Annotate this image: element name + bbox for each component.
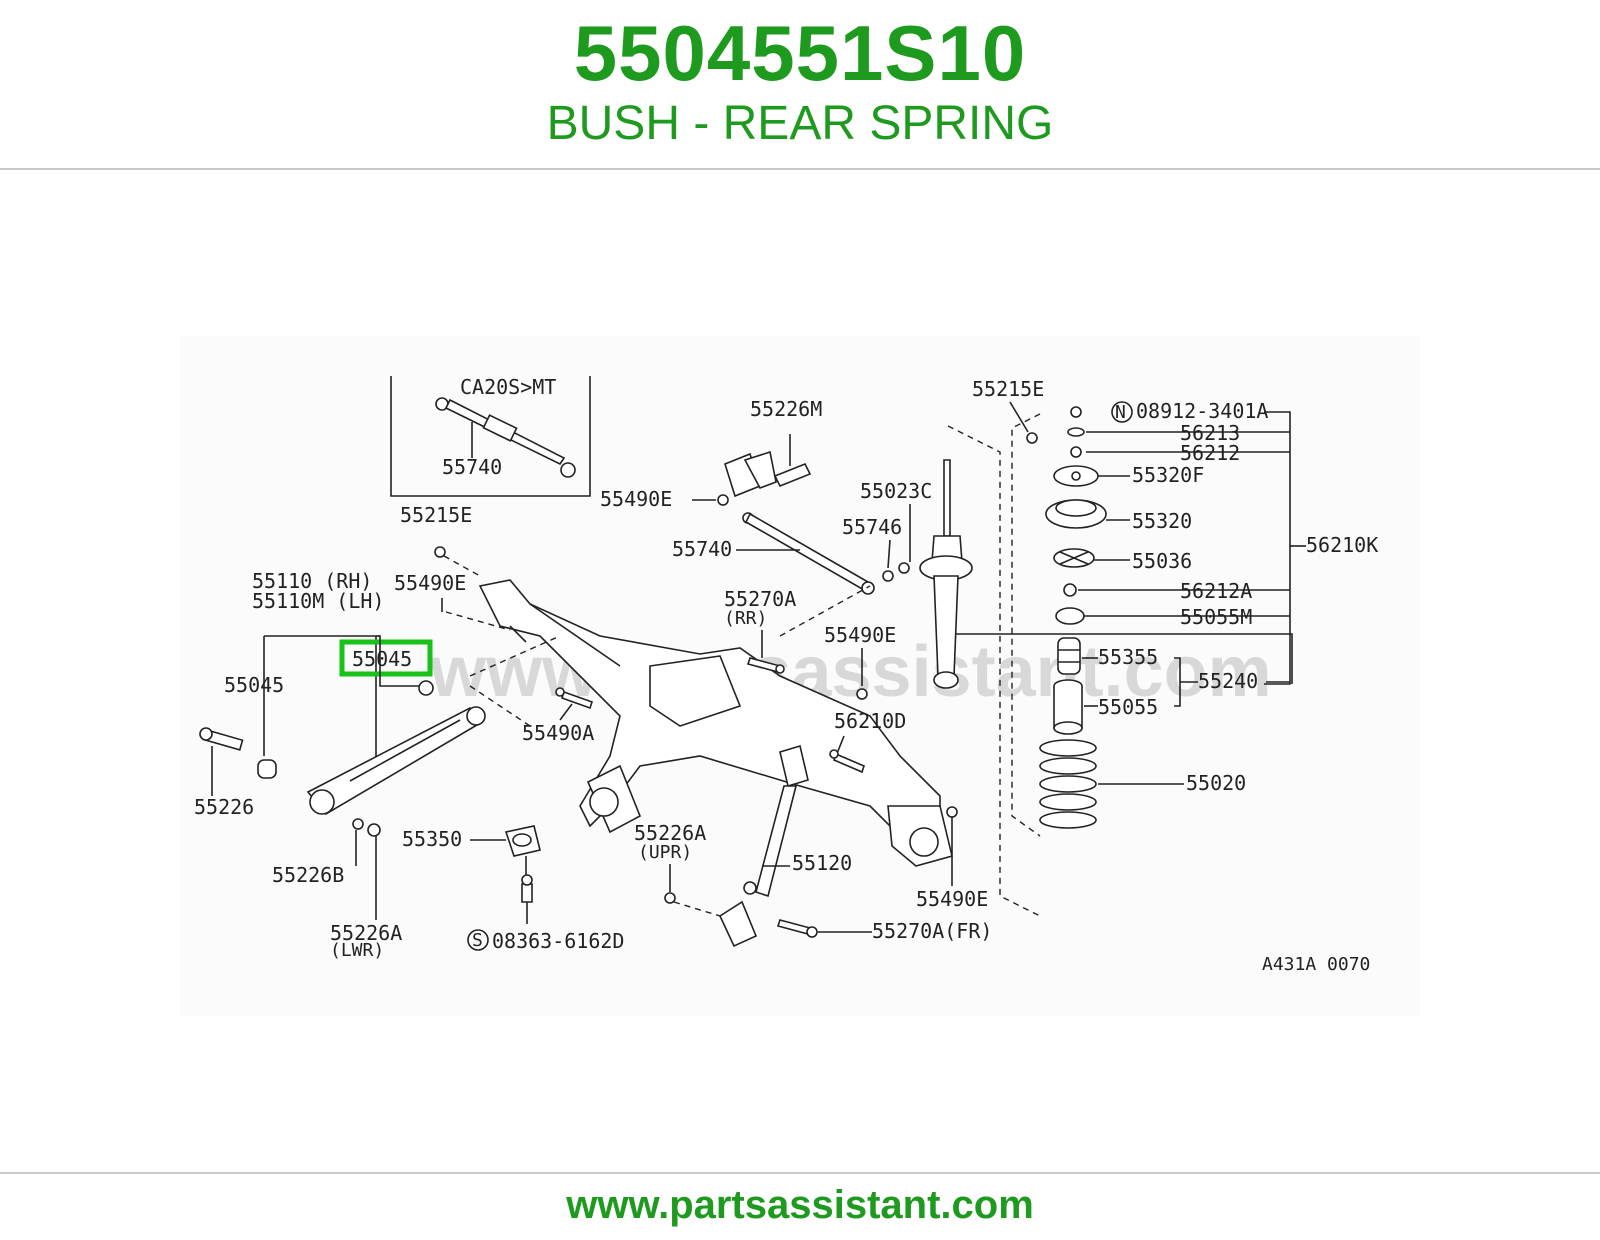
label-55350: 55350 — [402, 827, 462, 851]
footer-website-link[interactable]: www.partsassistant.com — [566, 1183, 1034, 1227]
bush-55045-upper — [418, 680, 434, 696]
rear-axle-housing — [478, 579, 953, 867]
label-55110: 55110 (RH) — [252, 569, 372, 593]
shock-absorber-55240 — [919, 459, 973, 689]
parts-diagram-svg: www.partsassistant.com CA20S>MT 55740 55… — [180, 336, 1420, 1016]
label-55020: 55020 — [1186, 771, 1246, 795]
nut-08912 — [1070, 406, 1082, 418]
upper-bracket — [717, 434, 812, 506]
highlighted-part-55045[interactable]: 55045 — [339, 639, 433, 677]
standard-part-marker-S — [467, 929, 489, 951]
lateral-rod-55740 — [742, 512, 910, 595]
label-56212: 56212 — [1180, 441, 1240, 465]
bolt-55490A — [555, 687, 594, 710]
label-55036: 55036 — [1132, 549, 1192, 573]
part-number-title: 5504551S10 — [573, 9, 1027, 97]
inset-lateral-rod — [435, 397, 576, 478]
label-55320: 55320 — [1132, 509, 1192, 533]
footer-divider — [0, 1172, 1600, 1174]
label-N: N — [1115, 402, 1126, 423]
header-divider — [0, 168, 1600, 170]
label-55045-highlighted: 55045 — [352, 647, 412, 671]
label-55490E-mid: 55490E — [824, 623, 896, 647]
nut-55490E-mid — [856, 688, 868, 700]
label-55226B: 55226B — [272, 863, 344, 887]
label-upr: (UPR) — [638, 842, 692, 863]
bump-stop-55355 — [1057, 637, 1081, 675]
seat-55055M — [1055, 607, 1085, 625]
label-rr: (RR) — [724, 608, 767, 629]
seat-55036 — [1053, 548, 1095, 568]
label-55490E-left: 55490E — [394, 571, 466, 595]
label-55226: 55226 — [194, 795, 254, 819]
label-55055: 55055 — [1098, 695, 1158, 719]
label-lwr: (LWR) — [330, 940, 384, 961]
nut-55490E-top — [717, 494, 729, 506]
trailing-arm-55110 — [306, 706, 486, 816]
label-55270A-rr: 55270A — [724, 587, 796, 611]
label-55110M: 55110M (LH) — [252, 589, 384, 613]
mount-55320 — [1045, 499, 1107, 529]
nut-55215E-left — [434, 546, 446, 558]
nut-55226A-upr — [664, 892, 676, 904]
parts-diagram: www.partsassistant.com CA20S>MT 55740 55… — [180, 336, 1420, 1016]
coil-spring-55020 — [1039, 739, 1097, 829]
mount-plate-55320F — [1053, 465, 1099, 487]
label-S: S — [472, 930, 483, 951]
label-56213: 56213 — [1180, 421, 1240, 445]
label-inset-55740: 55740 — [442, 455, 502, 479]
label-55320F: 55320F — [1132, 463, 1204, 487]
label-55045: 55045 — [224, 673, 284, 697]
inset-box: CA20S>MT 55740 — [390, 375, 591, 497]
label-56210K: 56210K — [1306, 533, 1378, 557]
bumper-55350 — [504, 825, 541, 857]
label-55226M: 55226M — [750, 397, 822, 421]
label-55055M: 55055M — [1180, 605, 1252, 629]
washer-56213 — [1067, 427, 1085, 437]
bush-56212 — [1070, 446, 1082, 458]
lower-link-55120 — [718, 744, 809, 948]
page-header: 5504551S10 BUSH - REAR SPRING — [0, 0, 1600, 168]
washer-55226B — [352, 818, 364, 830]
nut-55215E-right — [1026, 432, 1038, 444]
label-55490E-top: 55490E — [600, 487, 672, 511]
label-56212A: 56212A — [1180, 579, 1252, 603]
label-08912-3401A: 08912-3401A — [1136, 399, 1268, 423]
label-55215E-left: 55215E — [400, 503, 472, 527]
bolt-55226 — [199, 727, 244, 751]
nut-55226A-lwr — [367, 823, 381, 837]
label-56210D: 56210D — [834, 709, 906, 733]
part-highlight-box — [339, 639, 433, 677]
figure-code: A431A 0070 — [1262, 954, 1370, 975]
bolt-55270A-fr — [776, 919, 818, 938]
label-55746: 55746 — [842, 515, 902, 539]
nut-55490E-bottom — [946, 806, 958, 818]
inset-title: CA20S>MT — [460, 375, 556, 399]
label-55120: 55120 — [792, 851, 852, 875]
label-55226A-lwr: 55226A — [330, 921, 402, 945]
label-55215E-right: 55215E — [972, 377, 1044, 401]
part-description: BUSH - REAR SPRING — [546, 97, 1054, 150]
bolt-08363 — [521, 874, 533, 903]
new-part-marker-N — [1111, 401, 1133, 423]
dust-cover-55055 — [1053, 679, 1083, 735]
label-55355: 55355 — [1098, 645, 1158, 669]
bolt-55270A-rr — [746, 657, 785, 674]
label-55740: 55740 — [672, 537, 732, 561]
nut-56212A — [1063, 583, 1077, 597]
label-55490A: 55490A — [522, 721, 594, 745]
bush-55045-lower — [257, 759, 277, 779]
label-55226A-upr: 55226A — [634, 821, 706, 845]
bolt-56210D — [829, 749, 865, 774]
label-55490E-bottom: 55490E — [916, 887, 988, 911]
label-55240: 55240 — [1198, 669, 1258, 693]
label-08363-6162D: 08363-6162D — [492, 929, 624, 953]
label-55023C: 55023C — [860, 479, 932, 503]
label-55270A-fr: 55270A(FR) — [872, 919, 992, 943]
